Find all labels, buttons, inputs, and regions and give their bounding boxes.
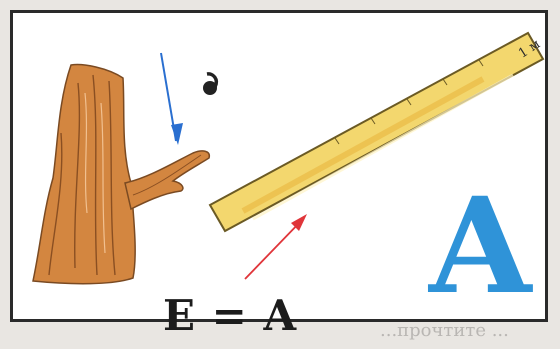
equation-text: E = A: [163, 291, 297, 340]
blue-arrow-drawing: [161, 53, 183, 145]
big-letter-a: A: [429, 181, 531, 313]
tree-trunk-drawing: [33, 65, 209, 284]
apostrophe-mark: [203, 74, 217, 95]
red-arrow-drawing: [245, 214, 307, 279]
illustration-card: 1 м E = A A: [10, 10, 548, 322]
